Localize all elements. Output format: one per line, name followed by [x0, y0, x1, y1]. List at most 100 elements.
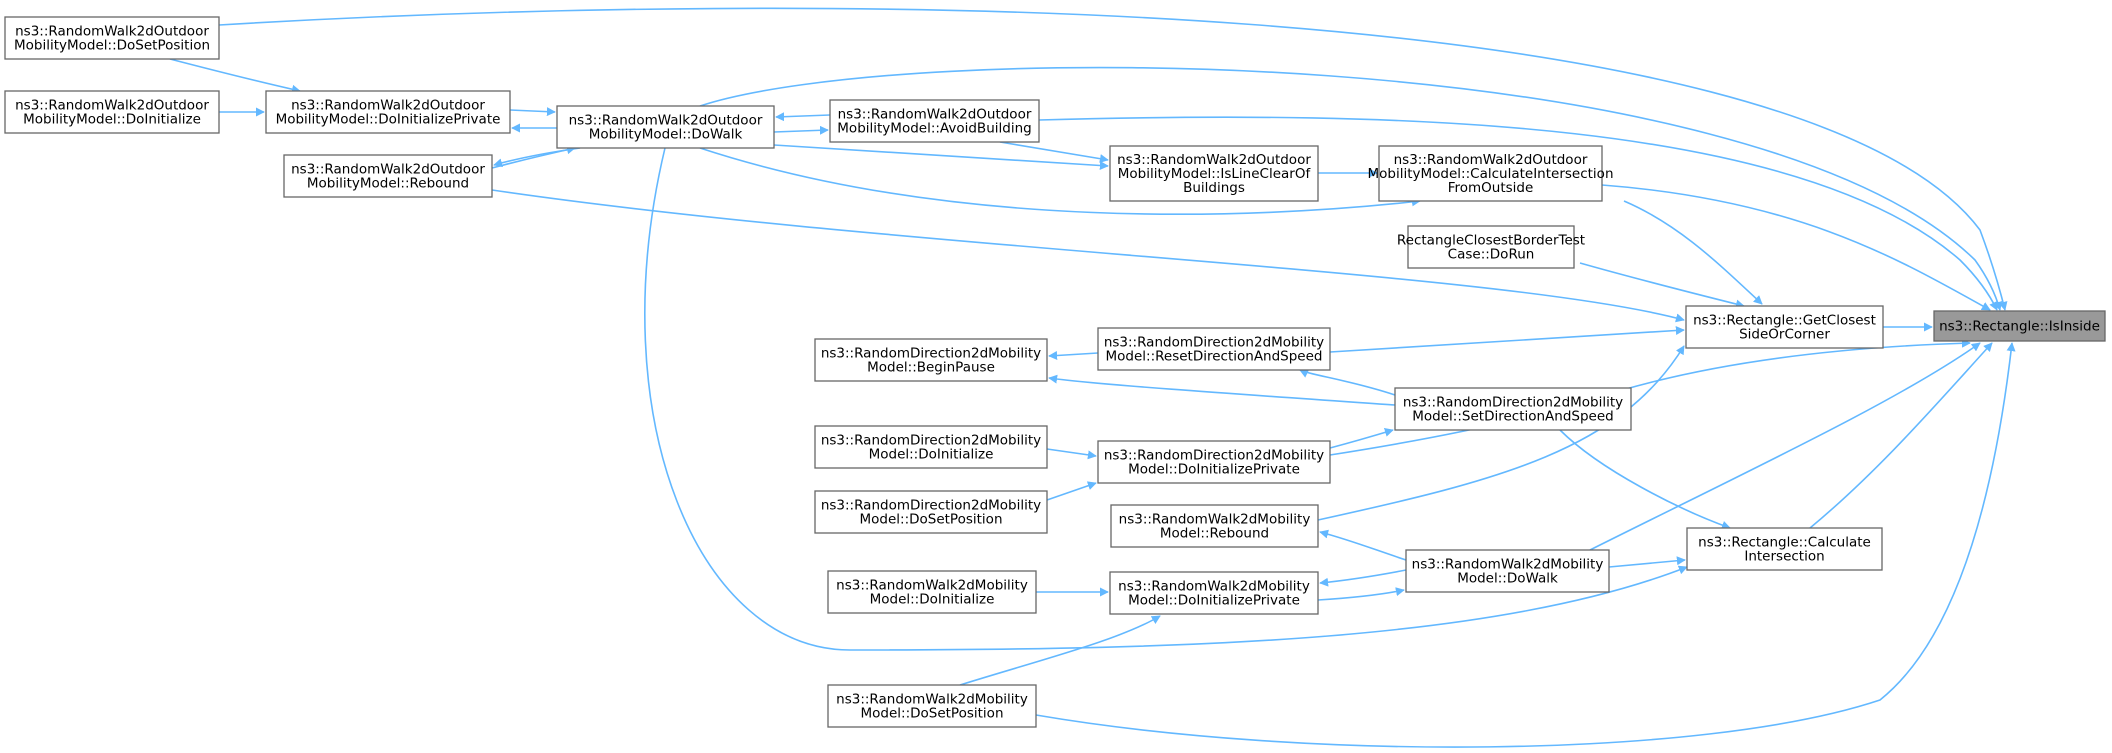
edge-rd2d_set_direction-to-rd2d_beginpause — [1048, 374, 1396, 406]
node-label-line: RectangleClosestBorderTest — [1397, 233, 1585, 249]
node-rw2d_doinit[interactable]: ns3::RandomWalk2dMobilityModel::DoInitia… — [827, 570, 1037, 614]
node-rw2d_doinitpriv[interactable]: ns3::RandomWalk2dMobilityModel::DoInitia… — [1109, 571, 1319, 615]
node-rw2do_rebound[interactable]: ns3::RandomWalk2dOutdoorMobilityModel::R… — [283, 154, 493, 198]
node-label-line: Buildings — [1183, 180, 1245, 196]
node-label-line: ns3::RandomWalk2dOutdoor — [838, 107, 1032, 123]
node-label-line: ns3::RandomWalk2dMobility — [1412, 557, 1604, 573]
node-label-line: ns3::RandomDirection2dMobility — [821, 433, 1041, 449]
edge-rw2do_dowalk-to-rw2do_avoid — [773, 125, 829, 135]
node-calc_intersection[interactable]: ns3::Rectangle::CalculateIntersection — [1686, 527, 1883, 571]
node-rw2do_doinitpriv[interactable]: ns3::RandomWalk2dOutdoorMobilityModel::D… — [265, 90, 511, 134]
node-box — [265, 90, 511, 134]
edge-rw2do_doinitpriv-to-rw2do_dowalk — [509, 107, 556, 117]
node-label-line: ns3::RandomWalk2dOutdoor — [15, 24, 209, 40]
node-box — [4, 16, 220, 60]
node-label-line: MobilityModel::DoInitializePrivate — [276, 112, 501, 128]
edge-calc_intersection-to-is_inside — [1809, 342, 1993, 529]
node-box — [1109, 145, 1319, 202]
node-label-line: Model::DoWalk — [1457, 571, 1558, 587]
edge-rd2d_reset-to-get_closest — [1329, 326, 1685, 353]
node-label-line: Model::DoInitializePrivate — [1128, 593, 1300, 609]
node-box — [814, 338, 1048, 382]
node-label-line: MobilityModel::IsLineClearOf — [1118, 166, 1312, 182]
node-label-line: ns3::RandomWalk2dMobility — [1119, 512, 1311, 528]
node-rw2do_dowalk[interactable]: ns3::RandomWalk2dOutdoorMobilityModel::D… — [556, 105, 775, 149]
node-label-line: ns3::RandomWalk2dOutdoor — [291, 162, 485, 178]
edge-rw2d_dowalk-to-rw2d_rebound — [1319, 529, 1407, 561]
node-rd2d_dosetpos[interactable]: ns3::RandomDirection2dMobilityModel::DoS… — [814, 490, 1048, 534]
node-label-line: Model::DoInitialize — [870, 592, 995, 608]
node-box — [283, 154, 493, 198]
node-label-line: SideOrCorner — [1739, 327, 1830, 343]
node-label-line: ns3::RandomDirection2dMobility — [1104, 448, 1324, 464]
edge-rw2do_dowalk-to-calc_intersection — [644, 147, 1688, 651]
node-box — [1685, 305, 1884, 349]
edge-rd2d_doinit-to-rd2d_doinitpriv — [1046, 448, 1097, 460]
node-label-line: ns3::RandomWalk2dOutdoor — [1394, 152, 1588, 168]
node-box — [814, 490, 1048, 534]
node-label-line: Model::DoInitializePrivate — [1128, 462, 1300, 478]
node-box — [1110, 504, 1319, 548]
node-label-line: Model::BeginPause — [867, 360, 995, 376]
node-box — [4, 90, 220, 134]
edge-rw2d_dowalk-to-is_inside — [1589, 342, 1981, 551]
edge-rd2d_set_direction-to-rd2d_reset — [1299, 369, 1396, 396]
edge-rw2do_rebound-to-get_closest — [491, 189, 1685, 323]
node-label-line: FromOutside — [1448, 180, 1534, 196]
node-label-line: Case::DoRun — [1448, 247, 1535, 263]
node-label-line: MobilityModel::AvoidBuilding — [837, 121, 1031, 137]
node-rd2d_beginpause[interactable]: ns3::RandomDirection2dMobilityModel::Beg… — [814, 338, 1048, 382]
node-rw2do_dosetpos[interactable]: ns3::RandomWalk2dOutdoorMobilityModel::D… — [4, 16, 220, 60]
node-is_inside[interactable]: ns3::Rectangle::IsInside — [1933, 310, 2106, 342]
node-label-line: ns3::RandomDirection2dMobility — [821, 346, 1041, 362]
edge-rw2d_dosetpos-to-is_inside — [1035, 342, 2016, 748]
node-rd2d_doinitpriv[interactable]: ns3::RandomDirection2dMobilityModel::DoI… — [1097, 440, 1331, 484]
node-label-line: ns3::RandomWalk2dMobility — [1118, 579, 1310, 595]
edge-rw2d_rebound-to-get_closest — [1317, 345, 1685, 521]
node-label-line: Model::DoSetPosition — [860, 706, 1003, 722]
node-box — [1097, 440, 1331, 484]
edge-rw2do_avoid-to-rw2do_islineclear — [999, 141, 1109, 164]
node-label-line: ns3::RandomWalk2dOutdoor — [569, 113, 763, 129]
edge-rw2d_doinitpriv-to-rw2d_dowalk — [1317, 587, 1405, 601]
node-label-line: MobilityModel::Rebound — [307, 176, 469, 192]
node-label-line: Model::SetDirectionAndSpeed — [1412, 409, 1613, 425]
node-box — [1378, 145, 1603, 202]
node-rw2do_calc_from_outside[interactable]: ns3::RandomWalk2dOutdoorMobilityModel::C… — [1368, 145, 1614, 202]
node-box — [1097, 327, 1331, 371]
edge-rd2d_reset-to-rd2d_beginpause — [1048, 351, 1099, 360]
node-rd2d_doinit[interactable]: ns3::RandomDirection2dMobilityModel::DoI… — [814, 425, 1048, 469]
node-box — [1407, 225, 1575, 269]
edge-rw2do_dosetpos-to-is_inside — [218, 7, 2008, 311]
node-rd2d_set_direction[interactable]: ns3::RandomDirection2dMobilityModel::Set… — [1394, 387, 1632, 431]
edge-rw2do_avoid-to-is_inside — [1038, 116, 1998, 311]
node-box — [1109, 571, 1319, 615]
node-label-line: ns3::RandomWalk2dMobility — [836, 578, 1028, 594]
edge-rw2do_dosetpos-to-rw2do_doinitpriv — [169, 58, 301, 94]
node-rw2do_avoid[interactable]: ns3::RandomWalk2dOutdoorMobilityModel::A… — [829, 99, 1040, 143]
node-rd2d_reset[interactable]: ns3::RandomDirection2dMobilityModel::Res… — [1097, 327, 1331, 371]
node-label-line: Intersection — [1744, 549, 1824, 565]
node-label-line: MobilityModel::DoWalk — [589, 127, 743, 143]
node-box — [829, 99, 1040, 143]
edge-rw2do_dowalk-to-rw2do_calc_from_outside — [699, 147, 1421, 215]
node-rw2do_islineclear[interactable]: ns3::RandomWalk2dOutdoorMobilityModel::I… — [1109, 145, 1319, 202]
node-label-line: ns3::RandomWalk2dOutdoor — [291, 98, 485, 114]
node-label-line: ns3::Rectangle::GetClosest — [1693, 313, 1876, 329]
edge-rw2do_calc_from_outside-to-get_closest — [1623, 200, 1763, 305]
node-box — [827, 570, 1037, 614]
node-label-line: ns3::RandomWalk2dOutdoor — [15, 98, 209, 114]
edge-rw2do_dowalk-to-is_inside — [699, 66, 2003, 311]
edge-rect_closest_test-to-get_closest — [1579, 262, 1745, 309]
edge-rw2do_rebound-to-rw2do_dowalk — [491, 145, 576, 169]
node-rw2do_doinit[interactable]: ns3::RandomWalk2dOutdoorMobilityModel::D… — [4, 90, 220, 134]
edge-rd2d_doinitpriv-to-rd2d_set_direction — [1329, 428, 1394, 449]
node-label-line: ns3::RandomWalk2dMobility — [836, 692, 1028, 708]
node-label-line: ns3::RandomDirection2dMobility — [1403, 395, 1623, 411]
node-rw2d_dosetpos[interactable]: ns3::RandomWalk2dMobilityModel::DoSetPos… — [827, 684, 1037, 728]
node-label-line: Model::Rebound — [1160, 526, 1269, 542]
